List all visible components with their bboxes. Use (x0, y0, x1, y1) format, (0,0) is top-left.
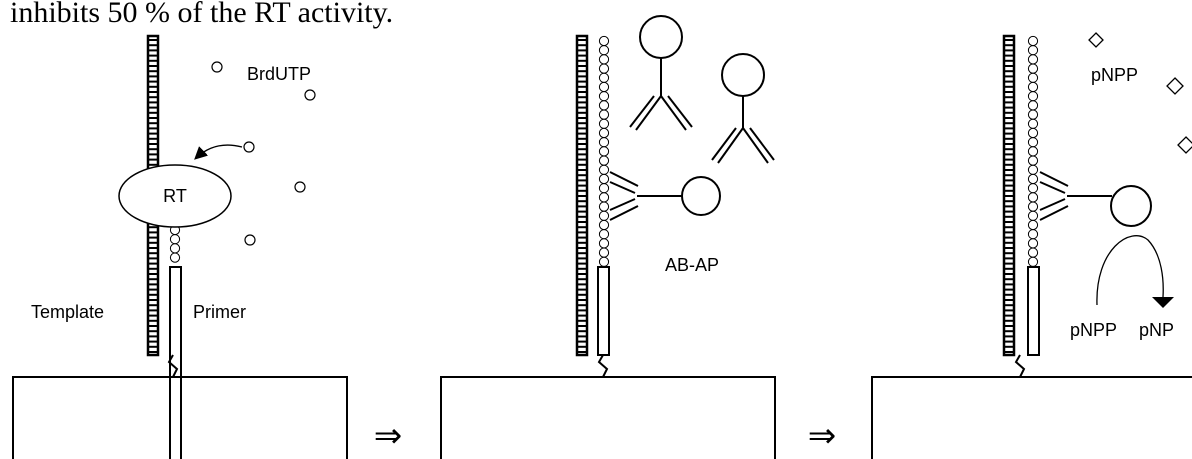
brdutp-label: BrdUTP (247, 64, 311, 84)
panel-1: RT BrdUTP Template Primer (12, 34, 348, 459)
ab-ap-label: AB-AP (665, 255, 719, 275)
panel-3: pNPP pNPP pNP (871, 32, 1192, 459)
free-antibody (711, 53, 775, 164)
template-strand (1002, 34, 1016, 357)
brdutp-molecule (244, 234, 256, 246)
bound-ab-ap-conjugate (609, 171, 721, 221)
caption-text: inhibits 50 % of the RT activity. (10, 0, 393, 29)
primer-strand (1027, 266, 1040, 356)
panel-2: AB-AP (440, 15, 776, 459)
bound-ab-ap-conjugate (1039, 171, 1152, 227)
template-label: Template (31, 302, 104, 322)
primer-strand (169, 266, 182, 459)
brdutp-molecule (243, 141, 255, 153)
template-strand (575, 34, 589, 357)
reaction-substrate-label: pNPP (1070, 320, 1117, 340)
incorporation-arrow (194, 144, 243, 160)
rt-enzyme (118, 164, 232, 228)
step-arrow: ⇒ (374, 416, 403, 456)
reaction-arrowhead (1152, 297, 1174, 308)
rt-label: RT (163, 186, 187, 206)
reaction-arrow (1096, 235, 1164, 306)
microplate-well (440, 376, 776, 459)
incorporated-brdutp-beads (1027, 35, 1039, 267)
pnp-label: pNP (1139, 320, 1174, 340)
free-antibody (629, 15, 693, 131)
pnpp-diamond (1088, 32, 1104, 48)
brdutp-molecule (304, 89, 316, 101)
pnpp-diamond (1177, 136, 1192, 154)
brdutp-molecule (211, 61, 223, 73)
pnpp-diamond (1166, 77, 1184, 95)
linker (167, 354, 179, 378)
step-arrow: ⇒ (808, 416, 837, 456)
microplate-well (871, 376, 1192, 459)
microplate-well (12, 376, 348, 459)
primer-label: Primer (193, 302, 246, 322)
pnpp-label: pNPP (1091, 65, 1138, 85)
primer-strand (597, 266, 610, 356)
brdutp-molecule (294, 181, 306, 193)
linker (1014, 354, 1026, 378)
incorporated-brdutp-beads (598, 35, 610, 267)
linker (597, 354, 609, 378)
incorporated-brdutp-beads (169, 224, 181, 263)
